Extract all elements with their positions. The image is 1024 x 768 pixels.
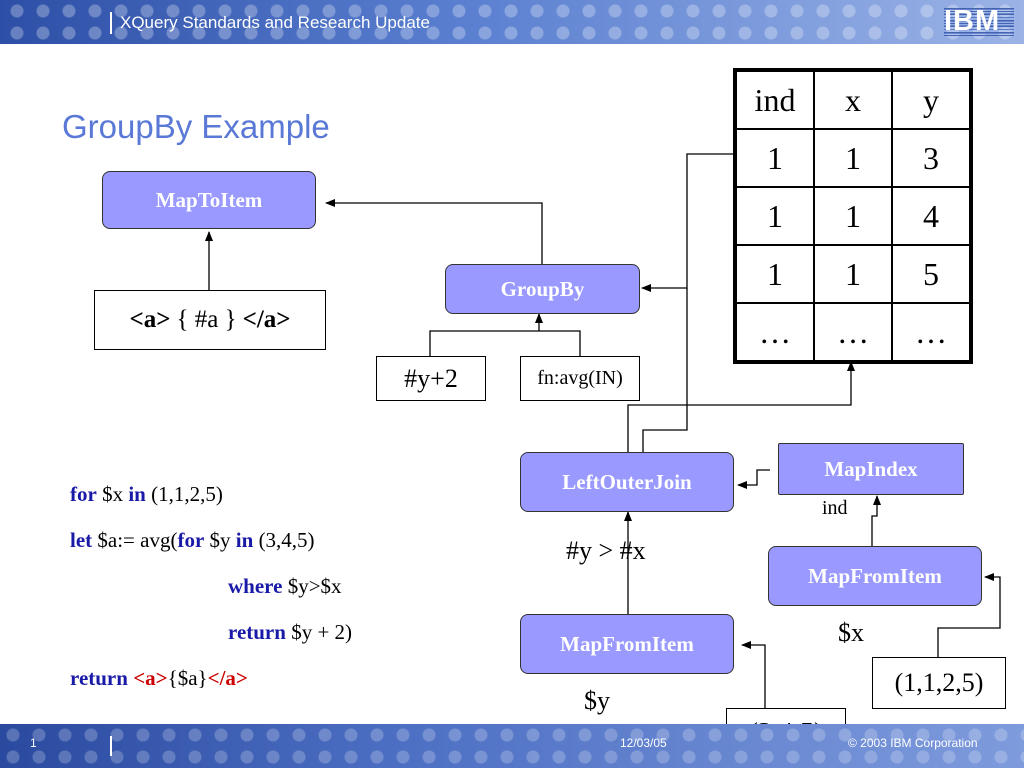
- table-row: 1 1 5: [734, 244, 972, 304]
- node-maptoitem: MapToItem: [102, 171, 316, 229]
- node-mapfromitem-right: MapFromItem: [768, 546, 982, 606]
- constructor-open-tag: <a>: [129, 306, 171, 333]
- footer-date: 12/03/05: [620, 736, 667, 750]
- table-header-cell: x: [813, 69, 893, 130]
- table-cell: 1: [813, 244, 893, 304]
- footer-divider: [110, 736, 112, 756]
- table-cell: …: [813, 302, 893, 363]
- code-keyword: in: [235, 528, 254, 552]
- code-tag: <a>: [133, 666, 168, 690]
- code-text: $y>$x: [282, 574, 342, 598]
- edge-table-to-groupby: [641, 153, 733, 292]
- code-text: (3,4,5): [253, 528, 315, 552]
- table-row: 1 1 3: [734, 128, 972, 188]
- code-line-4: return $y + 2): [228, 620, 352, 645]
- code-keyword: let: [70, 528, 93, 552]
- table-cell: 1: [734, 244, 815, 304]
- table-cell: 1: [813, 128, 893, 188]
- label-var-y: $y: [584, 686, 610, 715]
- code-text: $a:= avg(: [92, 528, 178, 552]
- ibm-logo: IBM: [944, 6, 1014, 36]
- ibm-logo-text: IBM: [944, 5, 1001, 37]
- code-keyword: return: [70, 666, 128, 690]
- edge-mapindex-to-join: [737, 469, 770, 489]
- table-cell: 3: [891, 128, 972, 188]
- table-cell: …: [734, 302, 815, 363]
- node-groupby: GroupBy: [445, 264, 640, 314]
- footer-copyright: © 2003 IBM Corporation: [848, 736, 978, 750]
- table-header-row: ind x y: [734, 69, 972, 130]
- code-keyword: return: [228, 620, 286, 644]
- code-keyword: in: [128, 482, 146, 506]
- header-pattern: [0, 0, 1024, 44]
- edge-keys-to-groupby: [429, 330, 581, 356]
- footer-page-number: 1: [30, 736, 37, 750]
- code-text: $x: [96, 482, 129, 506]
- table-cell: 1: [734, 128, 815, 188]
- code-keyword: for: [70, 482, 97, 506]
- edge-mapfromitem-to-mapindex: [871, 495, 881, 546]
- table-cell: …: [891, 302, 972, 363]
- label-var-x: $x: [838, 618, 864, 647]
- code-tag: </a>: [207, 666, 248, 690]
- slide-title: GroupBy Example: [62, 108, 330, 145]
- edge-join-to-groupby: [642, 288, 688, 452]
- table-header-cell: y: [891, 69, 972, 130]
- edge-join-to-table: [627, 361, 855, 452]
- code-line-2: let $a:= avg(for $y in (3,4,5): [70, 528, 315, 553]
- table-row: … … …: [734, 302, 972, 363]
- code-line-5: return <a>{$a}</a>: [70, 666, 248, 691]
- table-row: 1 1 4: [734, 186, 972, 246]
- code-keyword: where: [228, 574, 283, 598]
- edge-seqy-to-mapfromitem: [741, 641, 766, 708]
- aggregate-box: fn:avg(IN): [520, 356, 640, 401]
- code-text: (1,1,2,5): [145, 482, 223, 506]
- code-line-1: for $x in (1,1,2,5): [70, 482, 223, 507]
- code-keyword: for: [177, 528, 205, 552]
- footer-bar: 1 12/03/05 © 2003 IBM Corporation: [0, 724, 1024, 768]
- data-table: ind x y 1 1 3 1 1 4 1 1 5 … … …: [733, 68, 973, 364]
- footer-pattern: [0, 724, 1024, 768]
- seq-x-box: (1,1,2,5): [872, 657, 1006, 709]
- constructor-box: <a>{ #a }</a>: [94, 290, 326, 350]
- edge-groupby-to-maptoitem: [325, 199, 543, 264]
- node-leftouterjoin: LeftOuterJoin: [520, 452, 734, 512]
- grouping-key-box: #y+2: [376, 356, 486, 401]
- code-text: {$a}: [167, 666, 208, 690]
- node-mapfromitem-left: MapFromItem: [520, 614, 734, 674]
- header-bar: XQuery Standards and Research Update: [0, 0, 1024, 44]
- table-cell: 4: [891, 186, 972, 246]
- table-cell: 1: [734, 186, 815, 246]
- code-line-3: where $y>$x: [228, 574, 342, 599]
- label-join-condition: #y > #x: [566, 536, 646, 565]
- constructor-body: { #a }: [176, 306, 237, 333]
- table-cell: 1: [813, 186, 893, 246]
- header-title: XQuery Standards and Research Update: [120, 13, 430, 32]
- code-text: $y + 2): [285, 620, 353, 644]
- constructor-close-tag: </a>: [242, 306, 291, 333]
- table-header-cell: ind: [734, 69, 815, 130]
- node-mapindex: MapIndex: [778, 443, 964, 495]
- header-divider: [110, 12, 112, 34]
- code-text: $y: [204, 528, 236, 552]
- table-cell: 5: [891, 244, 972, 304]
- label-ind: ind: [822, 497, 848, 519]
